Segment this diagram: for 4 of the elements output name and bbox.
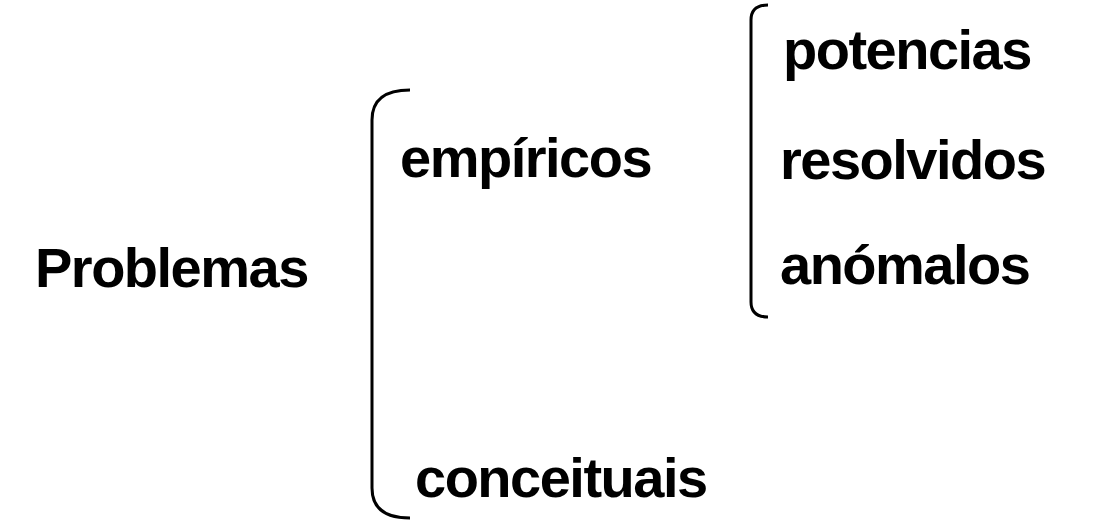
label-text: conceituais xyxy=(415,450,707,506)
label-text: resolvidos xyxy=(780,132,1046,188)
label-text: Problemas xyxy=(35,240,308,296)
label-text: anómalos xyxy=(780,237,1030,293)
